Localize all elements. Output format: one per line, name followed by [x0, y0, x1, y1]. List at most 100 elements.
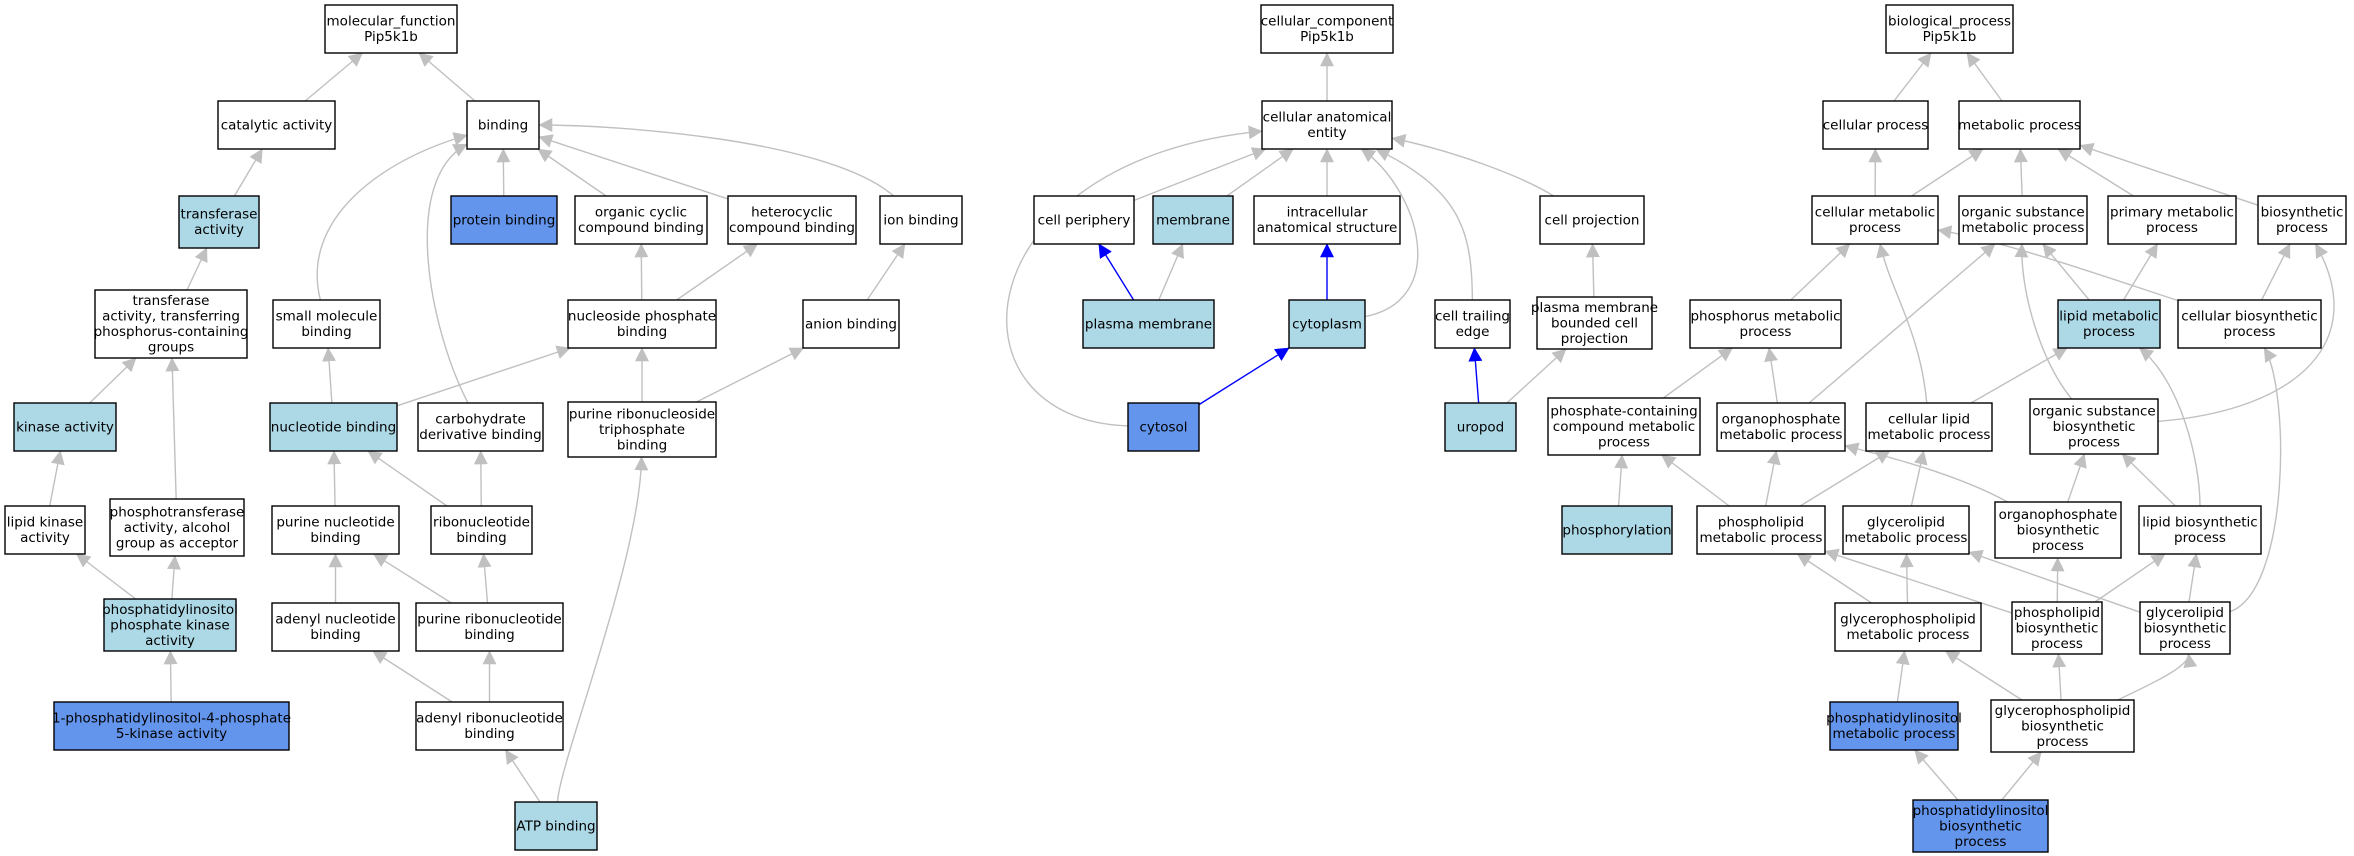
node-label-line: organic cyclic	[595, 205, 687, 221]
node-cell-projection[interactable]: cell projection	[1539, 195, 1645, 245]
edge-line	[538, 134, 729, 200]
edge-cell_periphery-to-anatomical	[1133, 147, 1267, 202]
node-label-line: purine ribonucleoside	[569, 406, 715, 422]
edge-line	[2067, 453, 2087, 503]
edge-line	[165, 357, 180, 500]
node-protein-binding[interactable]: protein binding	[450, 195, 558, 245]
node-cell-periphery[interactable]: cell periphery	[1033, 195, 1135, 245]
node-pi4p5k[interactable]: 1-phosphatidylinositol-4-phosphate5-kina…	[52, 701, 291, 751]
node-label-line: binding	[617, 437, 667, 453]
node-phosphorylation[interactable]: phosphorylation	[1561, 505, 1673, 555]
edge-glycerolipid_biosynth-to-glycerolipid_met	[1968, 549, 2141, 613]
edge-line	[1796, 553, 1873, 604]
node-kinase[interactable]: kinase activity	[13, 402, 117, 452]
edge-line	[696, 347, 805, 403]
node-label-line: binding	[456, 530, 506, 546]
node-label-line: metabolic process	[1720, 427, 1843, 443]
edge-organophosphate_met-to-phosphorus_met	[1764, 347, 1779, 404]
edge-carbohydrate_deriv-to-binding	[426, 143, 469, 404]
node-label-line: lipid metabolic	[2059, 309, 2158, 325]
node-box	[94, 289, 248, 359]
node-label-line: compound binding	[729, 220, 855, 236]
node-box	[2138, 505, 2262, 555]
node-label-line: biosynthetic	[2144, 620, 2227, 636]
node-cytosol[interactable]: cytosol	[1127, 402, 1200, 452]
edge-line	[2013, 148, 2028, 197]
node-box	[1561, 505, 1673, 555]
node-membrane[interactable]: membrane	[1152, 195, 1234, 245]
node-label-line: biosynthetic	[2021, 718, 2104, 734]
node-plasma-membrane[interactable]: plasma membrane	[1082, 299, 1215, 349]
edge-line	[1968, 549, 2141, 613]
edge-atp_binding-to-adenyl_ribonucleotide	[504, 749, 541, 803]
node-box	[1912, 799, 2049, 853]
node-box	[1696, 505, 1826, 555]
edge-line	[327, 450, 342, 507]
node-atp-binding[interactable]: ATP binding	[514, 801, 598, 851]
node-label-line: membrane	[1156, 212, 1230, 228]
node-metabolic-process[interactable]: metabolic process	[1958, 100, 2081, 150]
edge-line	[2052, 653, 2067, 701]
node-ion-binding[interactable]: ion binding	[879, 195, 963, 245]
edge-line	[2260, 243, 2291, 301]
edge-cell_projection-to-anatomical	[1391, 134, 1554, 197]
node-nucleotide-binding[interactable]: nucleotide binding	[269, 402, 398, 452]
node-binding[interactable]: binding	[466, 100, 540, 150]
node-uropod[interactable]: uropod	[1444, 402, 1517, 452]
node-cytoplasm[interactable]: cytoplasm	[1288, 299, 1366, 349]
node-label-line: activity	[194, 222, 244, 238]
edge-phosphorylation-to-phosphate_containing	[1614, 454, 1629, 507]
node-box	[567, 401, 717, 458]
node-catalytic[interactable]: catalytic activity	[217, 100, 336, 150]
edge-line	[418, 52, 476, 102]
node-cellular-process[interactable]: cellular process	[1822, 100, 1929, 150]
edge-line	[1911, 148, 1984, 197]
node-anion-binding[interactable]: anion binding	[802, 299, 900, 349]
node-label-line: metabolic process	[1868, 427, 1991, 443]
